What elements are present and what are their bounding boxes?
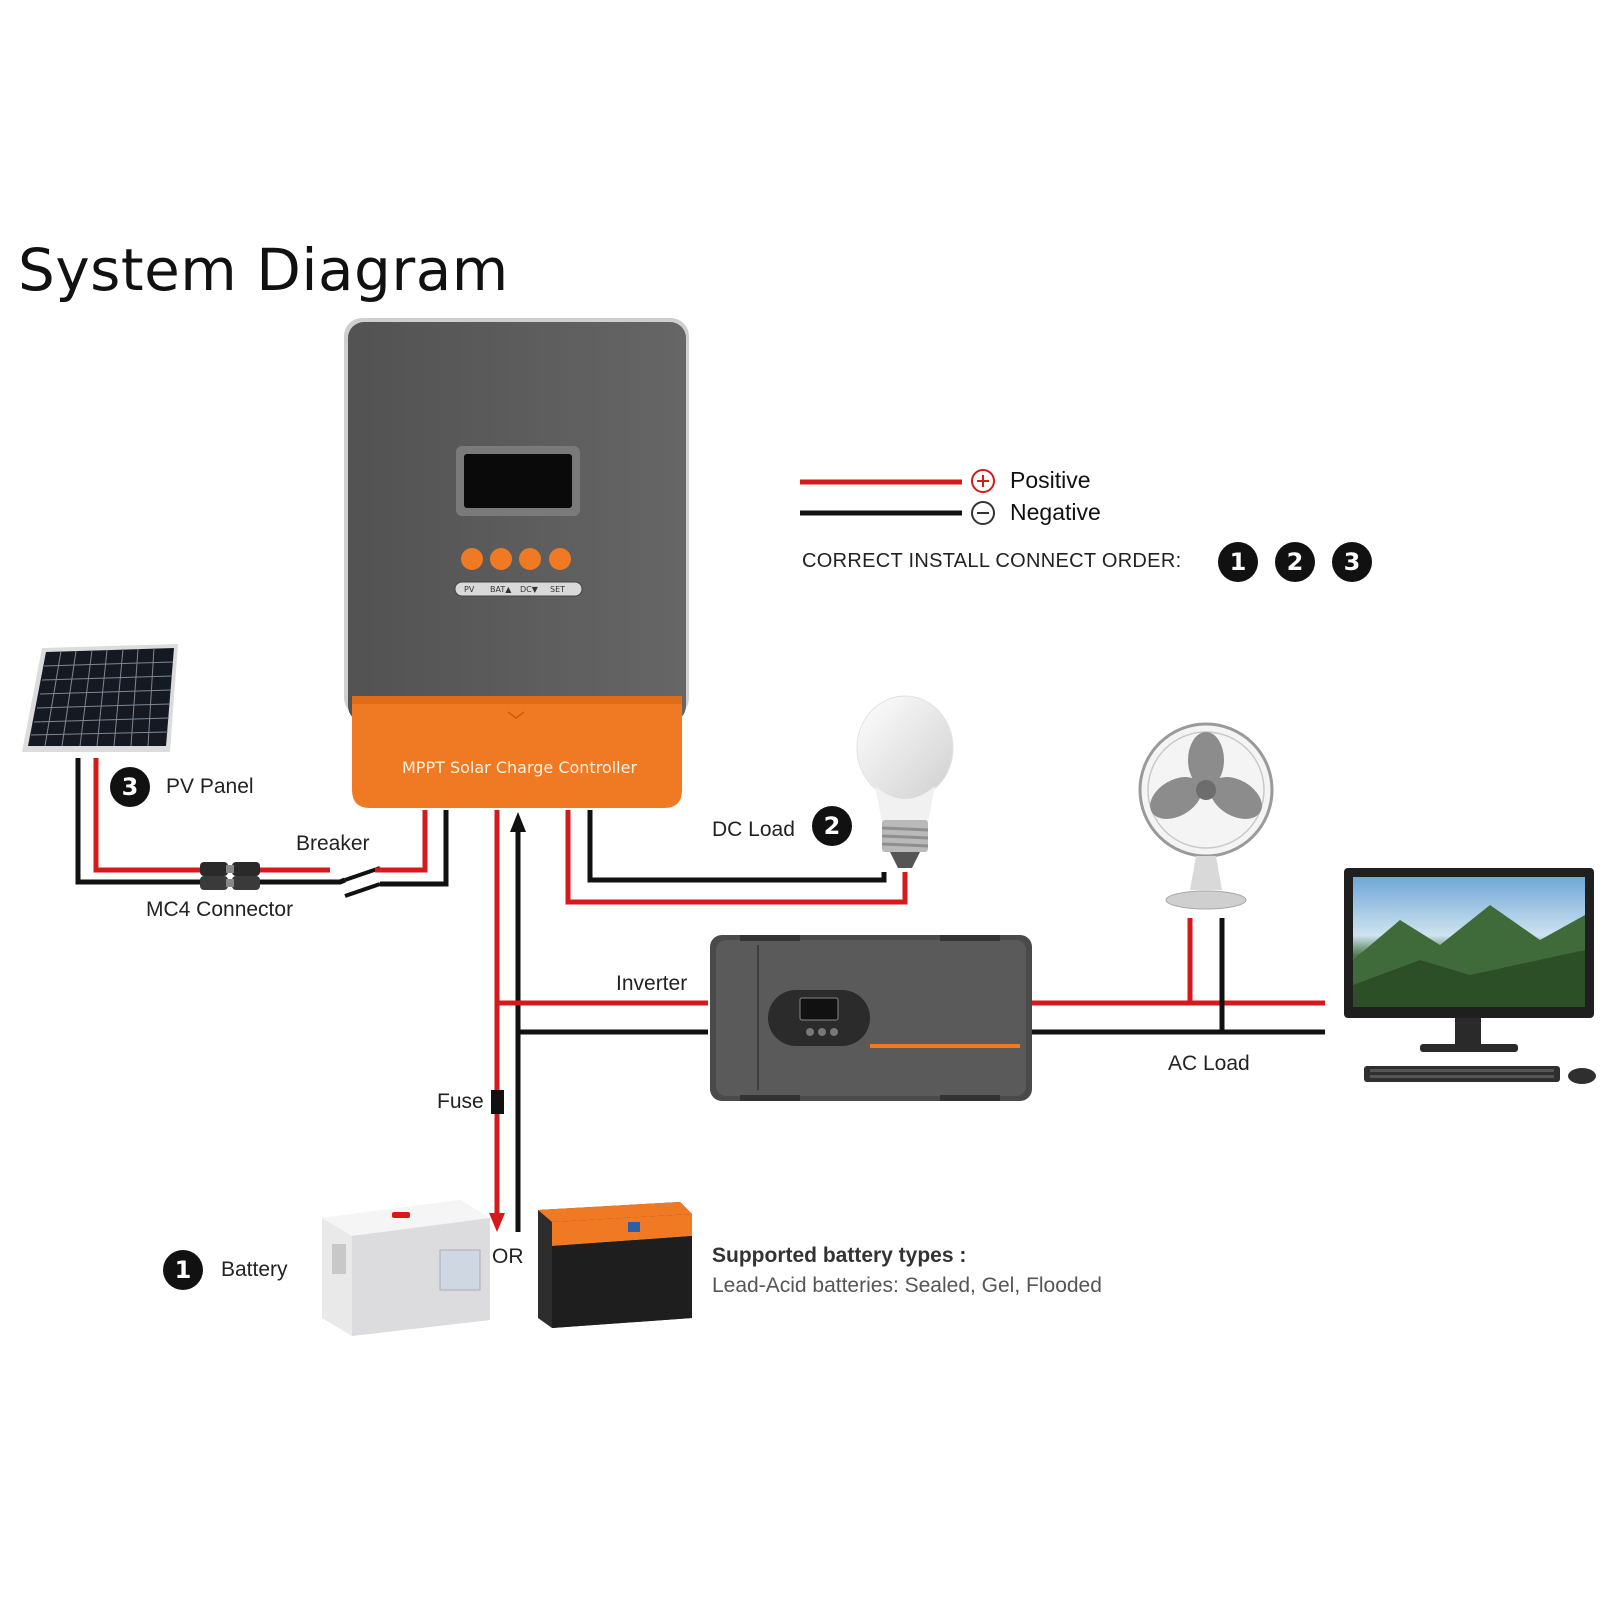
dc-load-negative-wire [587, 810, 887, 883]
order-step-3-badge: 3 [1332, 542, 1372, 582]
fan-icon [1138, 722, 1274, 910]
battery-step-badge: 1 [163, 1250, 203, 1290]
ac-load-label: AC Load [1168, 1052, 1250, 1075]
button-pv[interactable] [461, 548, 483, 570]
ctrl-pv-positive-wire [375, 810, 428, 873]
pv-step-badge: 3 [110, 767, 150, 807]
button-bat[interactable] [490, 548, 512, 570]
button-label-set: SET [550, 585, 565, 594]
fuse-label: Fuse [437, 1090, 484, 1113]
wiring [75, 758, 1325, 1232]
button-label-dc: DC▼ [520, 585, 539, 594]
controller-arrow [510, 812, 526, 832]
battery-types-body: Lead-Acid batteries: Sealed, Gel, Floode… [712, 1274, 1102, 1297]
pv-panel-label: PV Panel [166, 775, 254, 798]
battery-label: Battery [221, 1258, 288, 1281]
ctrl-pv-negative-wire [380, 810, 449, 887]
legend [800, 469, 995, 525]
breaker-label: Breaker [296, 832, 370, 855]
light-bulb-icon [856, 695, 954, 868]
inverter-label: Inverter [616, 972, 688, 995]
or-label: OR [492, 1245, 524, 1268]
fuse-icon [491, 1090, 504, 1114]
charge-controller: PV BAT▲ DC▼ SET [344, 318, 689, 808]
inverter-image [710, 935, 1032, 1101]
battery-types-title: Supported battery types : [712, 1244, 967, 1267]
lead-acid-battery-image [322, 1200, 490, 1336]
button-label-pv: PV [464, 585, 475, 594]
button-set[interactable] [549, 548, 571, 570]
button-label-bat: BAT▲ [490, 585, 512, 594]
positive-label: Positive [1010, 467, 1091, 493]
controller-name: MPPT Solar Charge Controller [402, 758, 638, 777]
dc-load-step-badge: 2 [812, 806, 852, 846]
dc-load-label: DC Load [712, 818, 795, 841]
order-step-1-badge: 1 [1218, 542, 1258, 582]
page-title: System Diagram [18, 236, 509, 304]
mc4-connector-label: MC4 Connector [146, 898, 294, 921]
connect-order-label: CORRECT INSTALL CONNECT ORDER: [802, 550, 1182, 572]
lithium-battery-image [538, 1202, 692, 1328]
button-dc[interactable] [519, 548, 541, 570]
order-step-2-badge: 2 [1275, 542, 1315, 582]
dc-load-positive-wire [565, 810, 908, 905]
computer-monitor-icon [1344, 868, 1596, 1084]
pv-panel-image [22, 644, 178, 752]
mc4-connector-icon [200, 862, 260, 890]
negative-label: Negative [1010, 499, 1101, 525]
battery-arrow [489, 1213, 505, 1232]
